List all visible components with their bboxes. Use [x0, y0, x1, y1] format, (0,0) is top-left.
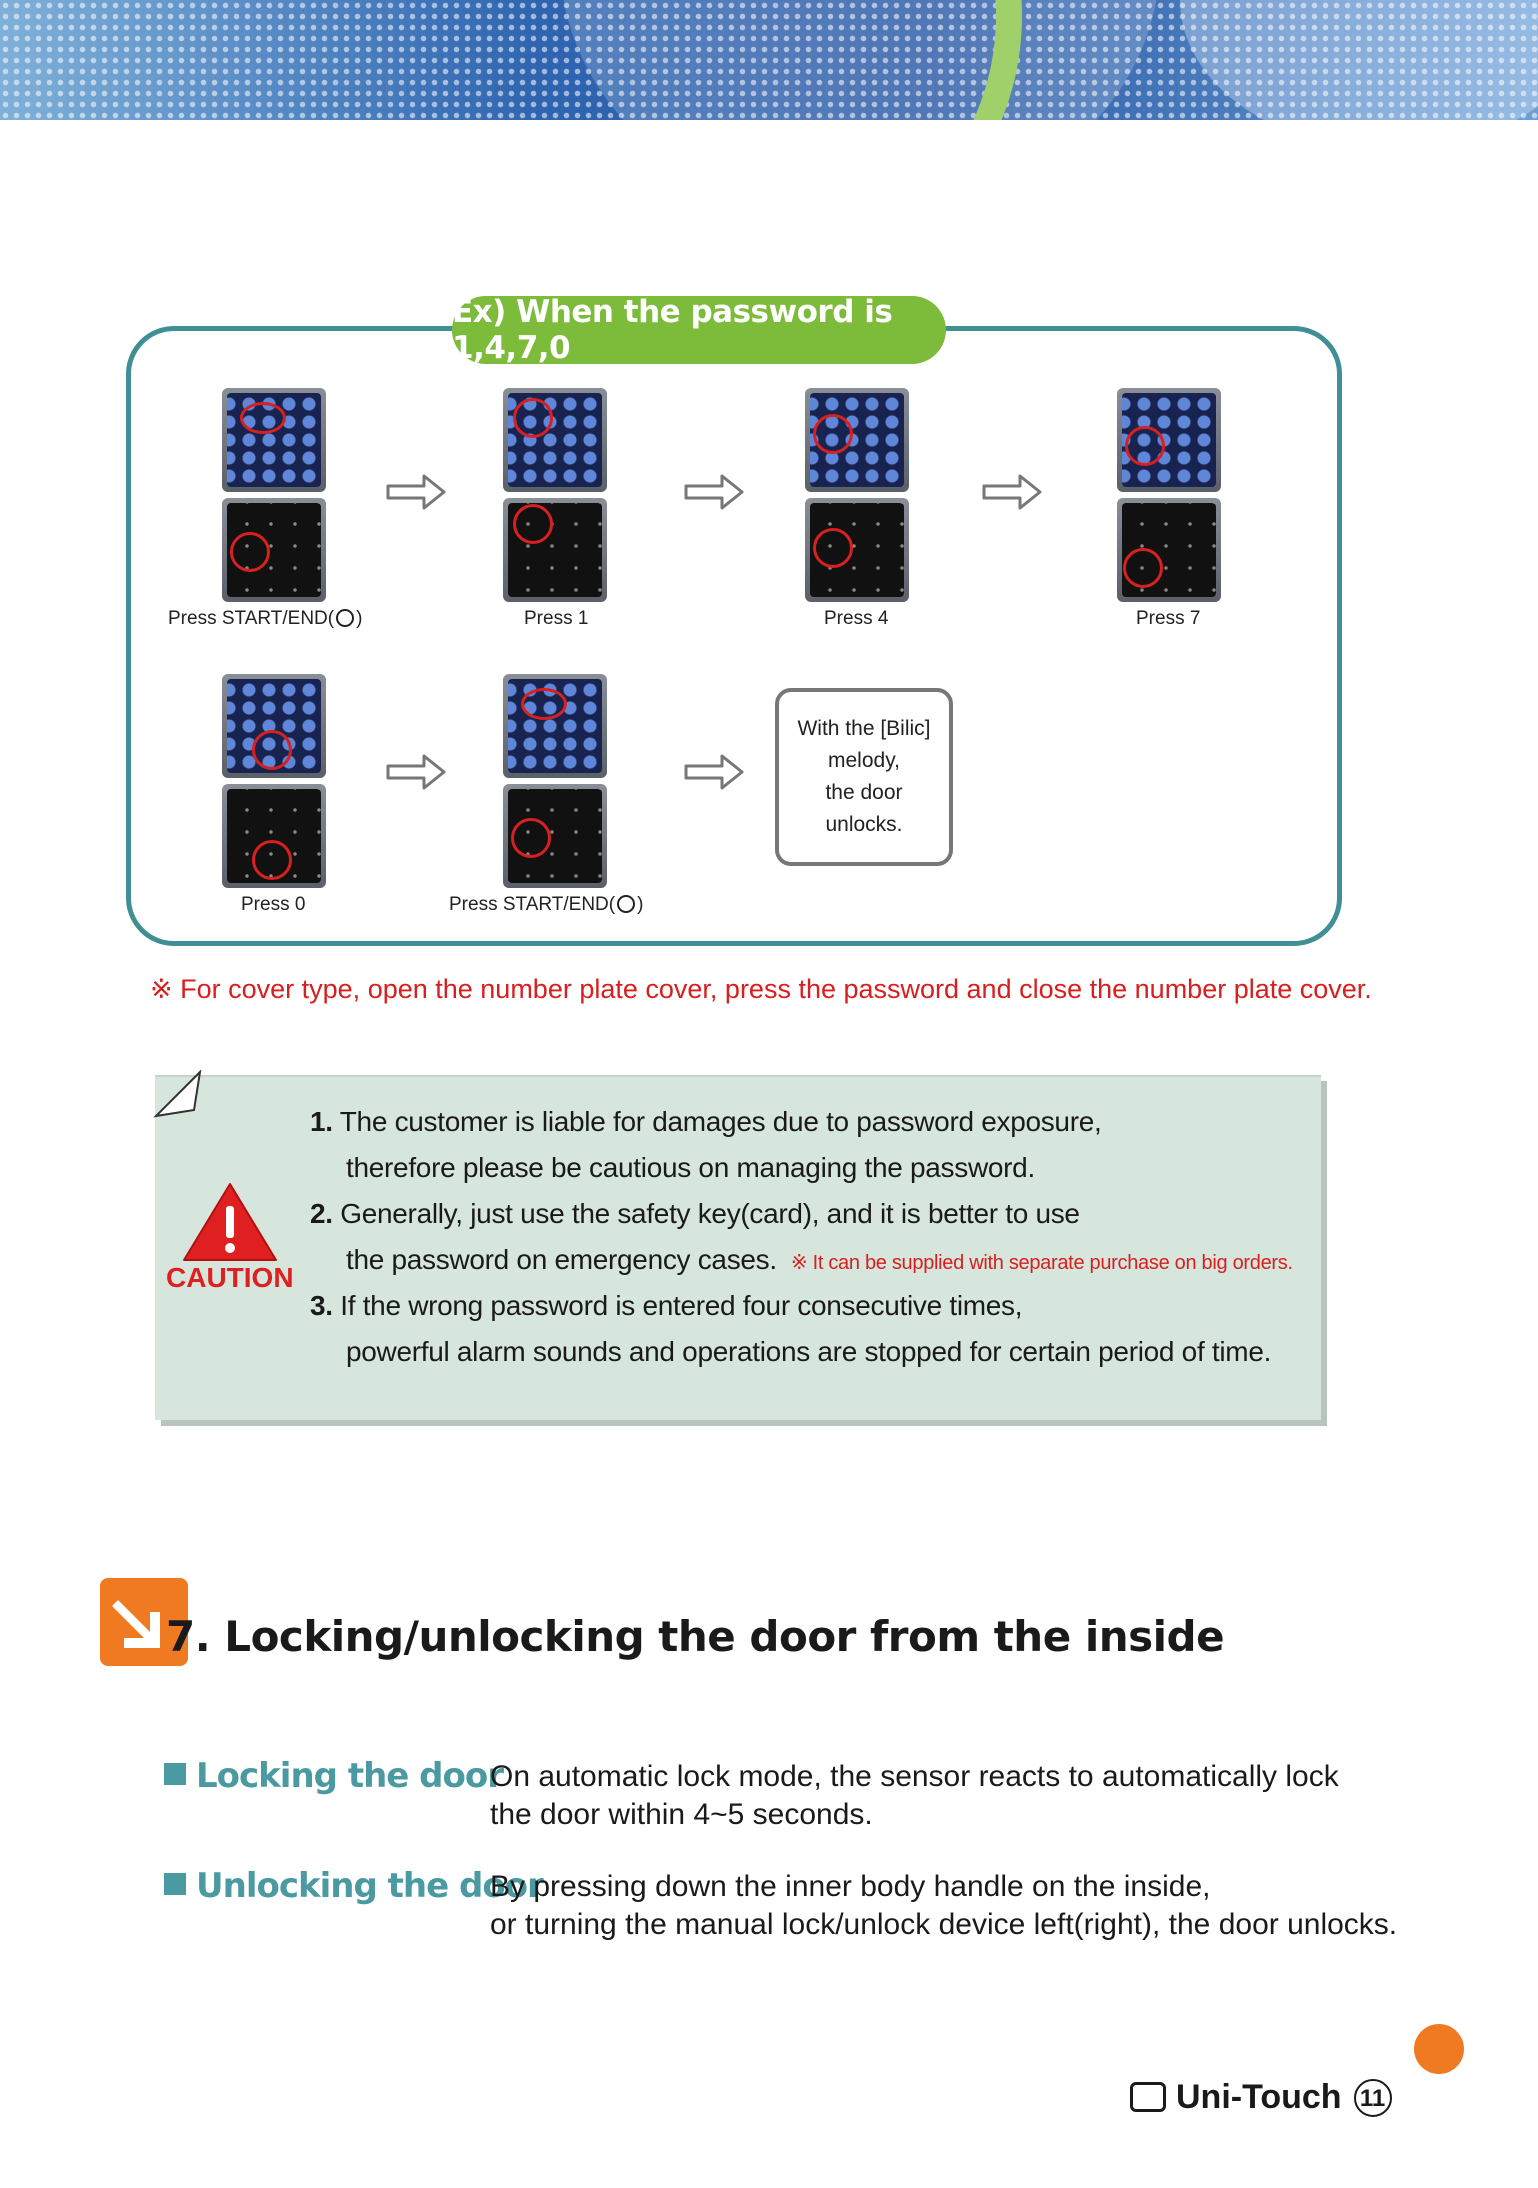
step-label-4: Press 4 — [824, 608, 889, 629]
cover-type-note: ※ For cover type, open the number plate … — [150, 974, 1372, 1004]
step-press-1 — [503, 388, 613, 608]
lock-front-image — [222, 674, 326, 778]
start-end-icon — [336, 609, 355, 627]
caution-label: CAUTION — [166, 1262, 294, 1293]
warning-icon — [183, 1183, 277, 1261]
section-title: 7. Locking/unlocking the door from the i… — [166, 1612, 1225, 1661]
step-end — [503, 674, 613, 894]
lock-keypad-image — [1117, 498, 1221, 602]
caution-item-2-line-2: the password on emergency cases.※ It can… — [346, 1244, 1293, 1275]
example-title: Ex) When the password is 1,4,7,0 — [452, 294, 946, 366]
step-label-7: Press 7 — [1136, 608, 1201, 629]
unlocking-description: By pressing down the inner body handle o… — [490, 1870, 1398, 1941]
arrow-right-icon — [684, 754, 744, 790]
lock-front-image — [222, 388, 326, 492]
lock-keypad-image — [222, 784, 326, 888]
arrow-right-icon — [982, 474, 1042, 510]
step-label-start: Press START/END() — [168, 608, 363, 629]
corner-fold-icon — [153, 1070, 202, 1118]
caution-panel — [155, 1075, 1321, 1420]
step-label-0: Press 0 — [241, 894, 306, 915]
step-press-7 — [1117, 388, 1227, 608]
arrow-right-icon — [684, 474, 744, 510]
lock-front-image — [805, 388, 909, 492]
lock-keypad-image — [503, 784, 607, 888]
lock-front-image — [1117, 388, 1221, 492]
start-end-icon — [617, 895, 636, 913]
lock-keypad-image — [805, 498, 909, 602]
locking-description: On automatic lock mode, the sensor react… — [490, 1760, 1339, 1831]
header-dot-pattern — [0, 0, 1538, 120]
lock-keypad-image — [222, 498, 326, 602]
bullet-square-icon — [164, 1873, 186, 1895]
caution-item-2-line-1: 2. Generally, just use the safety key(ca… — [310, 1198, 1080, 1229]
caution-item-3-line-1: 3. If the wrong password is entered four… — [310, 1290, 1023, 1321]
step-press-0 — [222, 674, 332, 894]
caution-item-3-line-2: powerful alarm sounds and operations are… — [346, 1336, 1272, 1367]
step-label-1: Press 1 — [524, 608, 589, 629]
caution-item-1-line-1: 1. The customer is liable for damages du… — [310, 1106, 1102, 1137]
brand-mark-icon — [1414, 2024, 1464, 2074]
lock-front-image — [503, 674, 607, 778]
header-banner — [0, 0, 1538, 120]
lock-front-image — [503, 388, 607, 492]
arrow-right-icon — [386, 474, 446, 510]
result-box: With the [Bilic] melody, the door unlock… — [775, 688, 953, 866]
uni-touch-logo-icon — [1130, 2082, 1166, 2112]
lock-keypad-image — [503, 498, 607, 602]
unlocking-heading: Unlocking the door — [164, 1866, 544, 1906]
header-green-swoosh — [392, 0, 1100, 120]
step-start — [222, 388, 332, 608]
step-label-end: Press START/END() — [449, 894, 644, 915]
supply-note: ※ It can be supplied with separate purch… — [790, 1252, 1293, 1274]
bullet-square-icon — [164, 1763, 186, 1785]
caution-item-1-line-2: therefore please be cautious on managing… — [346, 1152, 1035, 1183]
arrow-down-right-icon — [100, 1578, 188, 1666]
page-number: 11 — [1353, 2079, 1392, 2117]
step-press-4 — [805, 388, 915, 608]
arrow-right-icon — [386, 754, 446, 790]
locking-heading: Locking the door — [164, 1756, 504, 1796]
